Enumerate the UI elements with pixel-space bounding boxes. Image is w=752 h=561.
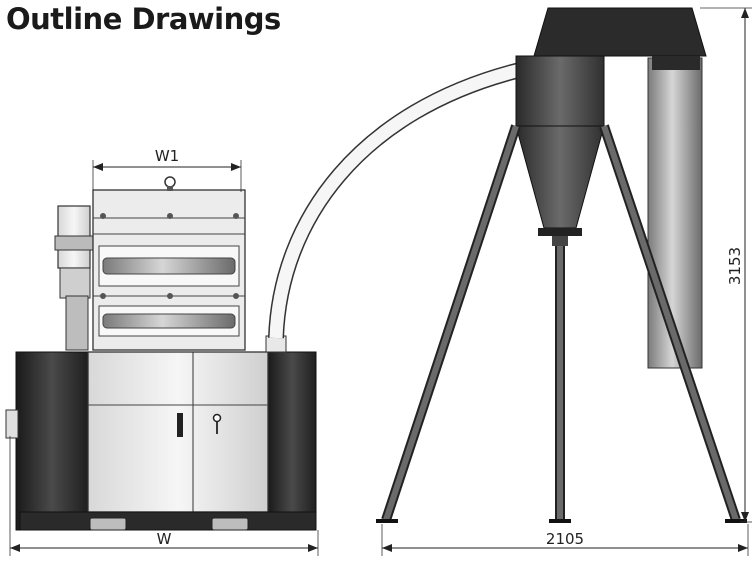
hopper	[92, 176, 246, 351]
w1-label: W1	[155, 147, 179, 165]
base-width-label: 2105	[546, 530, 584, 548]
dimension-3153: 3153	[700, 7, 752, 523]
dimension-2105: 2105	[381, 524, 749, 556]
cyclone-body	[515, 55, 605, 127]
conveying-pipe	[268, 62, 522, 339]
right-housing	[267, 351, 317, 531]
dimension-w1: W1	[92, 147, 242, 192]
height-label: 3153	[726, 247, 744, 285]
cyclone-stand	[376, 7, 747, 523]
cyclone-cone	[515, 125, 605, 229]
w-label: W	[157, 530, 172, 548]
door-handle	[177, 413, 183, 437]
left-housing	[15, 351, 89, 531]
dimension-w: W	[9, 436, 319, 556]
discharge-tube	[647, 57, 703, 369]
granulator	[5, 176, 317, 531]
page-title: Outline Drawings	[6, 2, 281, 36]
cabinet	[87, 351, 269, 513]
side-motor	[54, 205, 94, 351]
key-lock	[212, 413, 222, 423]
fan-housing	[533, 7, 707, 57]
